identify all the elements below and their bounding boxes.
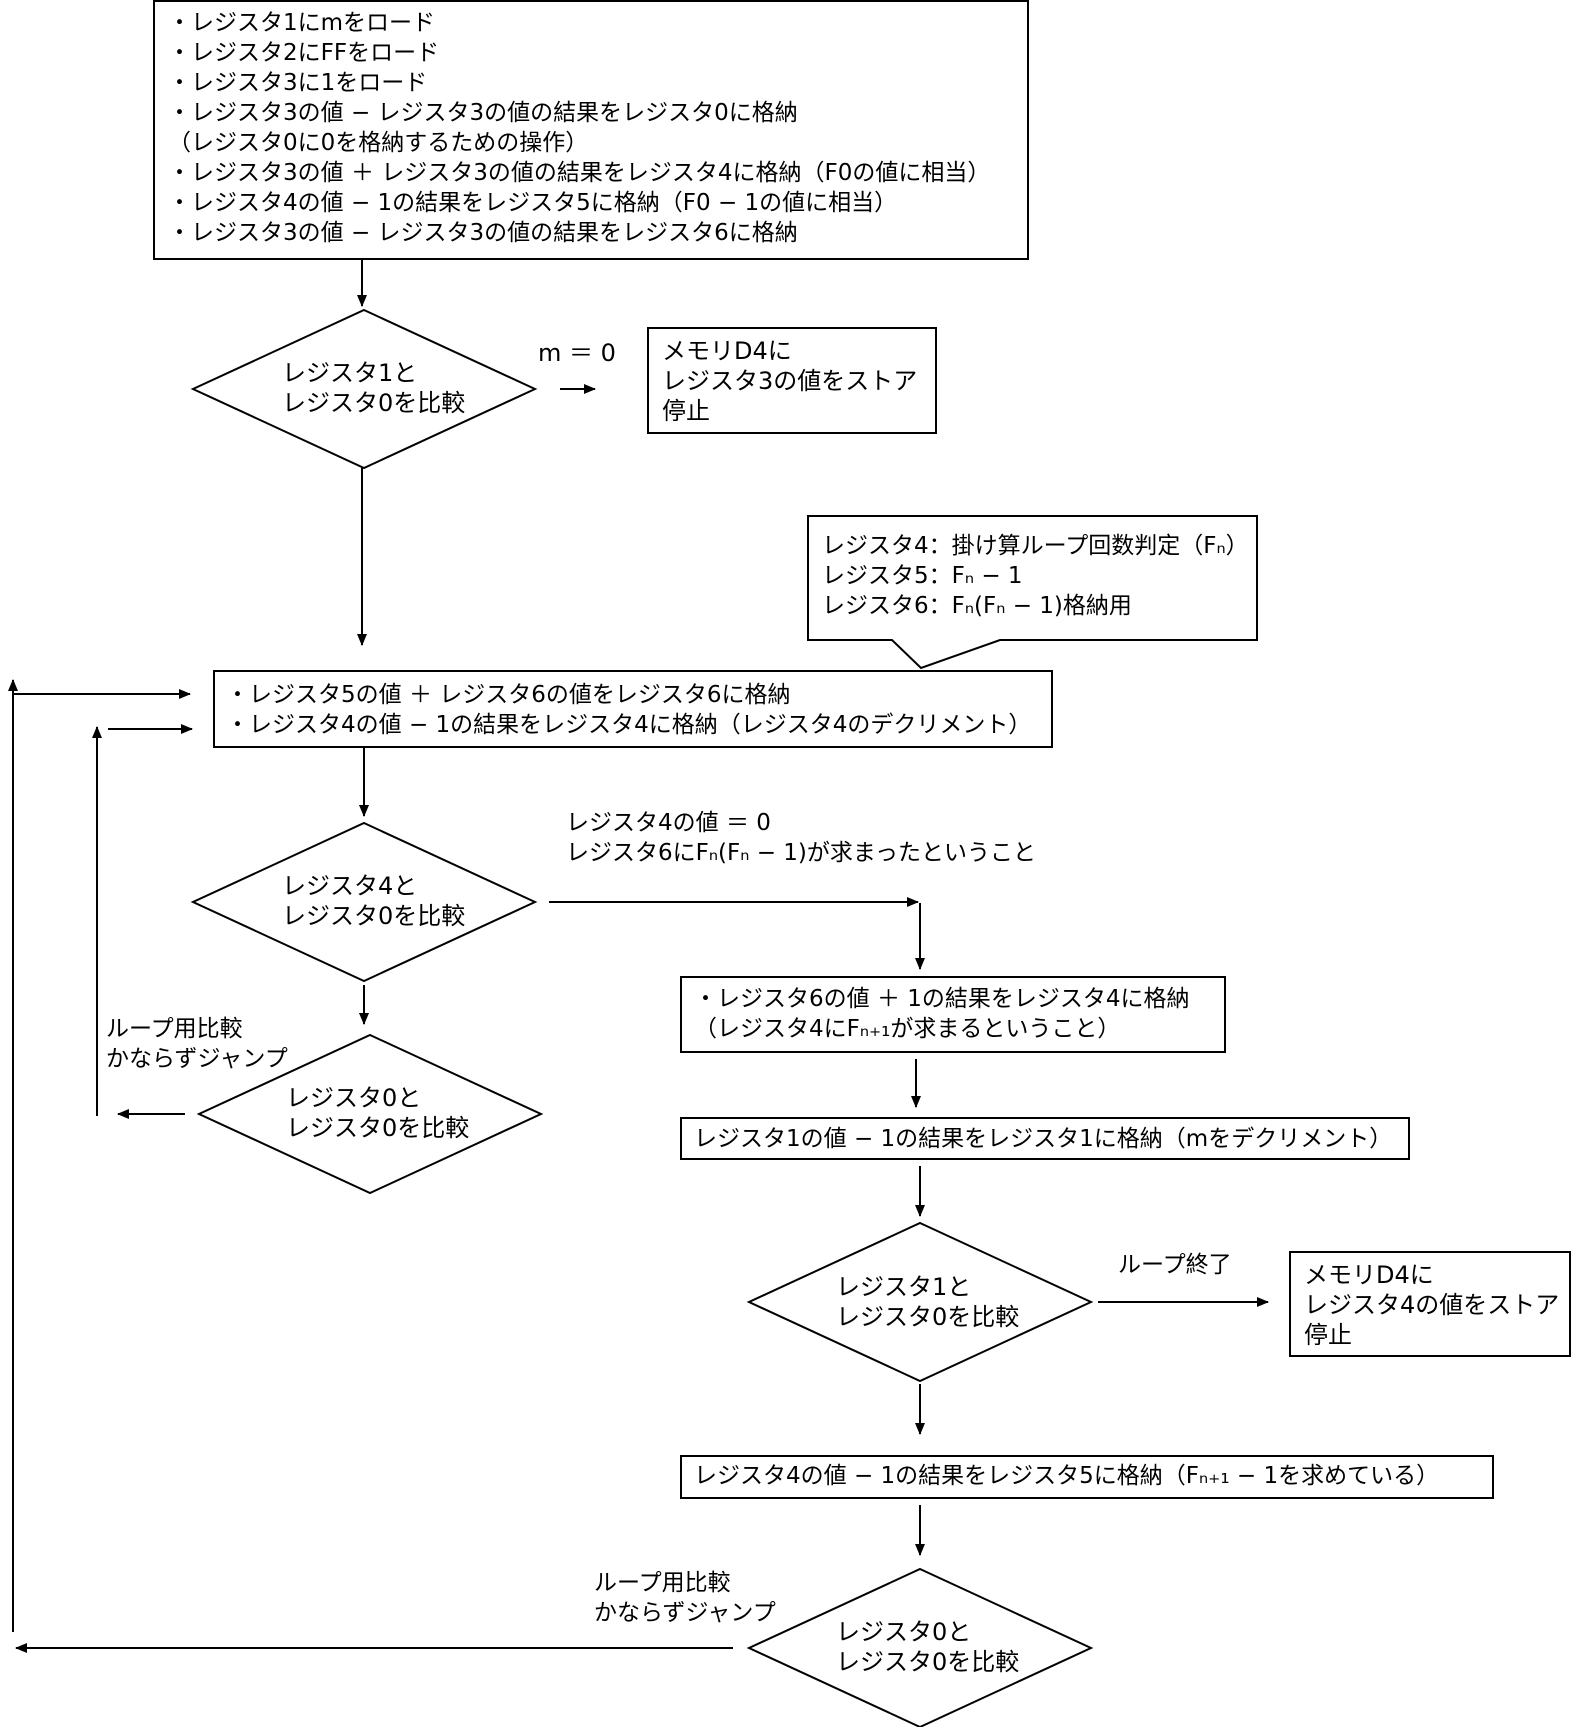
init-line: ・レジスタ3の値 − レジスタ3の値の結果をレジスタ6に格納 — [168, 220, 798, 246]
decrement-m-text: レジスタ1の値 − 1の結果をレジスタ1に格納（mをデクリメント） — [694, 1126, 1393, 1152]
store3-line: レジスタ3の値をストア — [662, 367, 918, 395]
jump1-line: ループ用比較 — [106, 1016, 243, 1042]
decision-register4-vs-register0 — [190, 821, 538, 983]
label-loop-jump-2: ループ用比較 かならずジャンプ — [594, 1568, 776, 1628]
init-line: ・レジスタ2にFFをロード — [168, 40, 440, 66]
decision-register1-loop-end — [746, 1221, 1094, 1383]
decision1-line: レジスタ0を比較 — [282, 389, 466, 417]
init-line: ・レジスタ3の値 ＋ レジスタ3の値の結果をレジスタ4に格納（F0の値に相当） — [168, 160, 991, 186]
init-line: ・レジスタ1にmをロード — [168, 10, 436, 36]
label-loop-jump-1: ループ用比較 かならずジャンプ — [106, 1014, 288, 1074]
callout-line: レジスタ4：掛け算ループ回数判定（Fₙ） — [822, 533, 1249, 559]
callout-line: レジスタ6：Fₙ(Fₙ − 1)格納用 — [822, 593, 1132, 619]
decision4-text: レジスタ1と レジスタ0を比較 — [836, 1272, 1019, 1332]
loop-body-box — [213, 670, 1053, 748]
register-note-callout — [807, 515, 1258, 670]
loop-body-line: ・レジスタ5の値 ＋ レジスタ6の値をレジスタ6に格納 — [226, 682, 791, 708]
jump2-line: かならずジャンプ — [594, 1600, 776, 1626]
store3-line: 停止 — [662, 397, 710, 425]
decision4-line: レジスタ1と — [836, 1273, 972, 1301]
decision3-line: レジスタ0を比較 — [286, 1114, 470, 1142]
decision1-line: レジスタ1と — [282, 359, 418, 387]
decision-register1-vs-register0 — [190, 308, 538, 470]
decision3-line: レジスタ0と — [286, 1084, 422, 1112]
register6-plus-one-box — [680, 976, 1226, 1053]
label-register4-zero: レジスタ4の値 ＝ 0 レジスタ6にFₙ(Fₙ − 1)が求まったということ — [566, 808, 1036, 868]
decision1-text: レジスタ1と レジスタ0を比較 — [282, 358, 465, 418]
init-line: （レジスタ0に0を格納するための操作） — [168, 130, 589, 156]
decision-register0-jump-1 — [196, 1033, 544, 1195]
store-register4-text: メモリD4に レジスタ4の値をストア 停止 — [1304, 1260, 1559, 1350]
decision3-text: レジスタ0と レジスタ0を比較 — [286, 1083, 469, 1143]
init-line: ・レジスタ3に1をロード — [168, 70, 428, 96]
loop-body-text: ・レジスタ5の値 ＋ レジスタ6の値をレジスタ6に格納 ・レジスタ4の値 − 1… — [226, 680, 1031, 740]
store-register3-text: メモリD4に レジスタ3の値をストア 停止 — [662, 336, 917, 426]
decision2-text: レジスタ4と レジスタ0を比較 — [282, 871, 465, 931]
init-line: ・レジスタ4の値 − 1の結果をレジスタ5に格納（F0 − 1の値に相当） — [168, 190, 898, 216]
register5-box — [680, 1455, 1494, 1499]
r4-zero-line: レジスタ6にFₙ(Fₙ − 1)が求まったということ — [566, 840, 1036, 866]
init-box — [153, 0, 1029, 260]
decision5-line: レジスタ0と — [836, 1618, 972, 1646]
r6-line: （レジスタ4にFₙ₊₁が求まるということ） — [694, 1016, 1121, 1042]
decision5-text: レジスタ0と レジスタ0を比較 — [836, 1617, 1019, 1677]
decision2-line: レジスタ0を比較 — [282, 902, 466, 930]
init-line: ・レジスタ3の値 − レジスタ3の値の結果をレジスタ0に格納 — [168, 100, 798, 126]
store4-line: メモリD4に — [1304, 1261, 1434, 1289]
callout-text: レジスタ4：掛け算ループ回数判定（Fₙ） レジスタ5：Fₙ − 1 レジスタ6：… — [822, 531, 1249, 621]
store4-line: レジスタ4の値をストア — [1304, 1291, 1560, 1319]
decision2-line: レジスタ4と — [282, 872, 418, 900]
register5-text: レジスタ4の値 − 1の結果をレジスタ5に格納（Fₙ₊₁ − 1を求めている） — [694, 1463, 1440, 1489]
jump2-line: ループ用比較 — [594, 1570, 731, 1596]
init-box-text: ・レジスタ1にmをロード ・レジスタ2にFFをロード ・レジスタ3に1をロード … — [168, 8, 990, 248]
decision-register0-jump-2 — [746, 1567, 1094, 1727]
register6-plus-one-text: ・レジスタ6の値 ＋ 1の結果をレジスタ4に格納 （レジスタ4にFₙ₊₁が求まる… — [694, 984, 1190, 1044]
store4-line: 停止 — [1304, 1321, 1352, 1349]
r6-line: ・レジスタ6の値 ＋ 1の結果をレジスタ4に格納 — [694, 986, 1190, 1012]
store-register4-box — [1289, 1251, 1571, 1357]
decrement-m-box — [680, 1117, 1410, 1160]
label-loop-end: ループ終了 — [1118, 1252, 1232, 1278]
loop-body-line: ・レジスタ4の値 − 1の結果をレジスタ4に格納（レジスタ4のデクリメント） — [226, 712, 1032, 738]
jump1-line: かならずジャンプ — [106, 1046, 288, 1072]
decision4-line: レジスタ0を比較 — [836, 1303, 1020, 1331]
store3-line: メモリD4に — [662, 337, 792, 365]
decision5-line: レジスタ0を比較 — [836, 1648, 1020, 1676]
label-m-equals-zero: m ＝ 0 — [538, 339, 616, 367]
callout-line: レジスタ5：Fₙ − 1 — [822, 563, 1023, 589]
store-register3-box — [647, 327, 937, 434]
r4-zero-line: レジスタ4の値 ＝ 0 — [566, 810, 771, 836]
